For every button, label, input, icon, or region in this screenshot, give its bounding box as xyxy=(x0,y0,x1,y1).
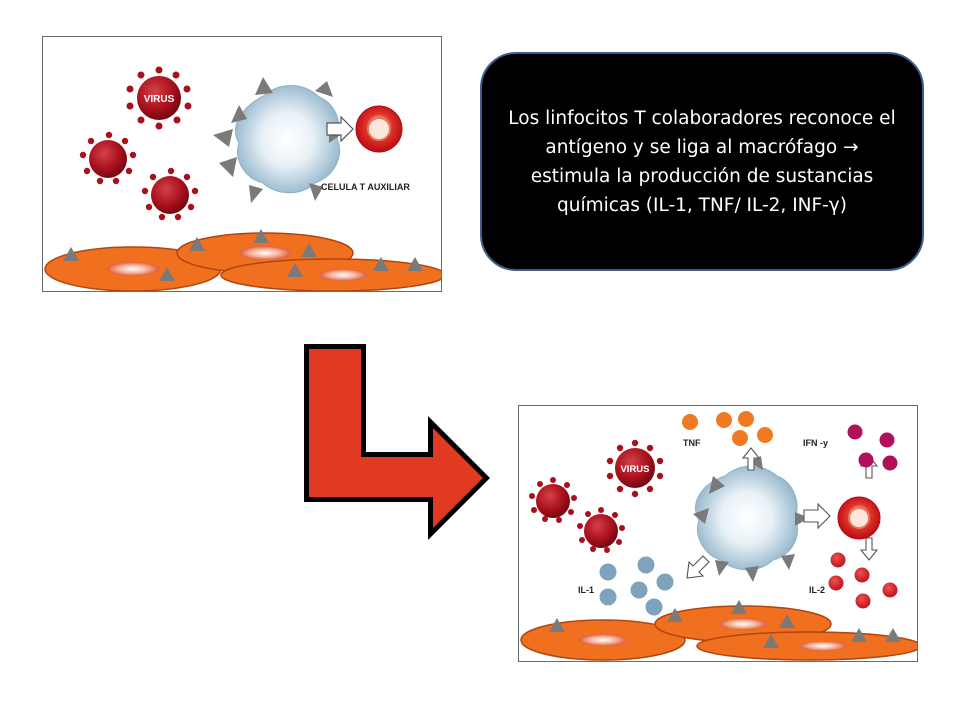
virus-particle xyxy=(577,507,625,553)
macrophage xyxy=(693,456,809,582)
host-cell-nucleus xyxy=(799,641,847,651)
il2-label: IL-2 xyxy=(809,585,825,595)
hollow-arrow-icon xyxy=(326,115,354,143)
virus-label: VIRUS xyxy=(620,464,649,475)
virus-particle-labeled: VIRUS xyxy=(126,66,192,130)
host-cell-nucleus xyxy=(579,634,627,646)
macrophage-receptors xyxy=(693,456,809,582)
host-cell-receptors xyxy=(63,229,423,281)
ifn-label: IFN -y xyxy=(803,438,828,448)
tnf-label: TNF xyxy=(683,438,701,448)
host-cell-nucleus xyxy=(719,618,767,630)
ifn-molecules xyxy=(847,424,898,471)
top-illustration-panel: VIRUS xyxy=(42,36,442,292)
macrophage-receptors xyxy=(213,77,343,203)
helper-t-cell xyxy=(837,496,881,540)
host-cell-receptors xyxy=(549,600,901,648)
helper-t-cell xyxy=(355,105,403,153)
il1-label: IL-1 xyxy=(578,585,594,595)
bottom-illustration-panel: VIRUS xyxy=(518,405,918,662)
virus-particle xyxy=(529,477,577,523)
macrophage xyxy=(213,77,343,203)
tnf-molecules xyxy=(682,411,773,446)
explanation-callout: Los linfocitos T colaboradores reconoce … xyxy=(480,52,924,271)
virus-particle-labeled: VIRUS xyxy=(606,439,664,498)
il2-molecules xyxy=(828,552,898,609)
virus-label: VIRUS xyxy=(144,94,175,105)
l-shaped-right-arrow-icon xyxy=(304,344,490,540)
virus-particle xyxy=(79,131,137,185)
virus-particle xyxy=(141,167,199,221)
callout-text: Los linfocitos T colaboradores reconoce … xyxy=(508,107,896,216)
host-cell-nucleus xyxy=(107,262,159,276)
host-cell-layer xyxy=(44,229,441,291)
helper-cell-label: CELULA T AUXILIAR xyxy=(321,182,410,192)
host-cell-nucleus xyxy=(319,269,367,281)
host-cell-nucleus xyxy=(239,246,291,260)
host-cell-layer xyxy=(520,600,917,661)
top-panel-scene: VIRUS xyxy=(44,66,441,291)
il1-molecules xyxy=(599,556,674,616)
bottom-panel-scene: VIRUS xyxy=(520,411,917,661)
